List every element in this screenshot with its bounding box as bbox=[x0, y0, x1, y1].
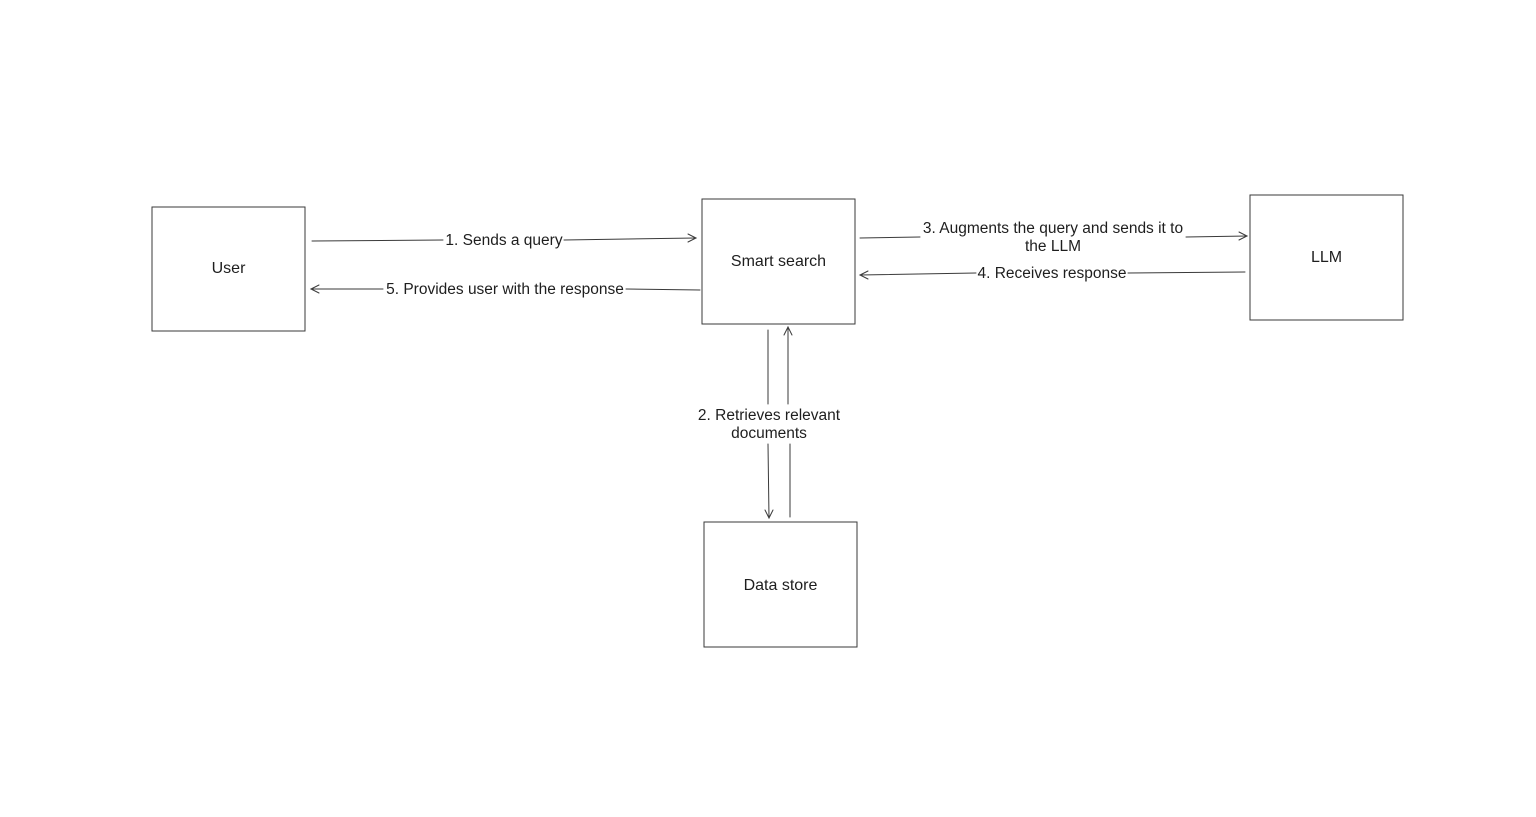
arrow-retrieves-documents-down[interactable] bbox=[764, 329, 774, 520]
edge-label-step5: 5. Provides user with the response bbox=[386, 281, 624, 298]
edge-label-step4: 4. Receives response bbox=[977, 265, 1126, 282]
data-store-box[interactable] bbox=[703, 521, 858, 648]
llm-box[interactable] bbox=[1249, 194, 1404, 321]
arrow-retrieves-documents-up[interactable] bbox=[783, 325, 793, 518]
user-label: User bbox=[212, 260, 246, 277]
edge-label-step1: 1. Sends a query bbox=[445, 232, 562, 249]
smart-search-label: Smart search bbox=[731, 253, 826, 270]
edge-label-step2-line2: documents bbox=[731, 425, 807, 442]
llm-label: LLM bbox=[1311, 249, 1342, 266]
user-box[interactable] bbox=[151, 206, 306, 332]
arrow-receives-response[interactable] bbox=[858, 270, 1246, 280]
edge-label-step2-line1: 2. Retrieves relevant bbox=[698, 407, 841, 424]
edge-label-step3-line2: the LLM bbox=[1025, 238, 1081, 255]
arrow-provides-response[interactable] bbox=[309, 284, 701, 294]
edge-label-step3-line1: 3. Augments the query and sends it to bbox=[923, 220, 1183, 237]
arrow-augments-query[interactable] bbox=[859, 231, 1249, 241]
arrow-sends-query[interactable] bbox=[311, 233, 698, 243]
smart-search-box[interactable] bbox=[701, 198, 856, 325]
data-store-label: Data store bbox=[744, 577, 818, 594]
